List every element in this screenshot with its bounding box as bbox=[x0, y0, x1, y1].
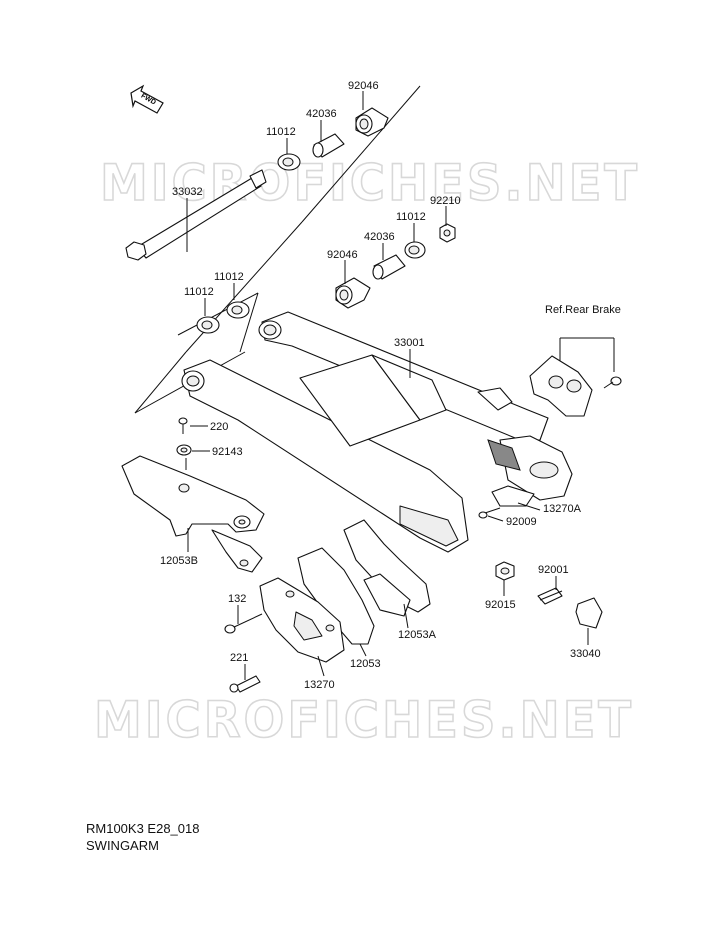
label-ref-rear-brake: Ref.Rear Brake bbox=[545, 304, 621, 316]
diagram-title: SWINGARM bbox=[86, 838, 159, 853]
label-92143: 92143 bbox=[212, 446, 243, 458]
label-13270: 13270 bbox=[304, 679, 335, 691]
label-92009: 92009 bbox=[506, 516, 537, 528]
label-42036-mid: 42036 bbox=[364, 231, 395, 243]
part-92009 bbox=[478, 507, 501, 519]
part-92143-washer bbox=[176, 444, 192, 456]
part-33040 bbox=[575, 597, 603, 629]
part-11012-left-1 bbox=[226, 301, 250, 319]
part-92210-nut bbox=[439, 223, 456, 243]
label-92046-top: 92046 bbox=[348, 80, 379, 92]
label-33001: 33001 bbox=[394, 337, 425, 349]
label-92210: 92210 bbox=[430, 195, 461, 207]
diagram-code: RM100K3 E28_018 bbox=[86, 821, 200, 836]
part-33001-swingarm bbox=[181, 311, 573, 553]
label-220: 220 bbox=[210, 421, 228, 433]
label-92046-mid: 92046 bbox=[327, 249, 358, 261]
part-12053B-guide bbox=[121, 455, 265, 573]
part-221-screw bbox=[229, 675, 261, 693]
leader-lines bbox=[185, 91, 589, 680]
part-11012-top bbox=[277, 153, 301, 171]
part-labels: 92046 42036 11012 33032 92210 11012 4203… bbox=[160, 80, 621, 691]
label-12053B: 12053B bbox=[160, 555, 198, 567]
part-92015-nut bbox=[495, 561, 515, 581]
part-11012-left-2 bbox=[196, 316, 220, 334]
label-92001: 92001 bbox=[538, 564, 569, 576]
part-13270-plate bbox=[259, 577, 345, 663]
label-132: 132 bbox=[228, 593, 246, 605]
label-42036-top: 42036 bbox=[306, 108, 337, 120]
label-11012-left-2: 11012 bbox=[184, 286, 214, 298]
label-11012-mid: 11012 bbox=[396, 211, 426, 223]
part-42036-mid bbox=[372, 254, 406, 280]
part-11012-mid bbox=[404, 241, 426, 259]
part-13270A bbox=[491, 485, 535, 507]
label-33032: 33032 bbox=[172, 186, 203, 198]
part-220-bolt bbox=[178, 417, 188, 434]
part-92046-mid bbox=[335, 277, 371, 309]
part-42036-top bbox=[312, 133, 345, 158]
watermark-top: MICROFICHES.NET bbox=[100, 154, 640, 212]
part-92001-screw bbox=[537, 587, 563, 605]
label-12053A: 12053A bbox=[398, 629, 437, 641]
label-33040: 33040 bbox=[570, 648, 601, 660]
watermark-bottom: MICROFICHES.NET bbox=[94, 691, 634, 749]
part-132-bolt bbox=[224, 613, 263, 634]
part-92046-top bbox=[355, 107, 389, 137]
label-11012-top: 11012 bbox=[266, 126, 296, 138]
fwd-arrow-icon: FWD bbox=[130, 84, 164, 114]
label-92015: 92015 bbox=[485, 599, 516, 611]
label-221: 221 bbox=[230, 652, 248, 664]
label-12053: 12053 bbox=[350, 658, 381, 670]
label-11012-left-1: 11012 bbox=[214, 271, 244, 283]
label-13270A: 13270A bbox=[543, 503, 582, 515]
part-33032-axle bbox=[125, 169, 267, 261]
rear-brake-ref bbox=[529, 355, 622, 417]
part-12053A-guide bbox=[343, 519, 431, 613]
part-12053-guide bbox=[297, 547, 411, 645]
